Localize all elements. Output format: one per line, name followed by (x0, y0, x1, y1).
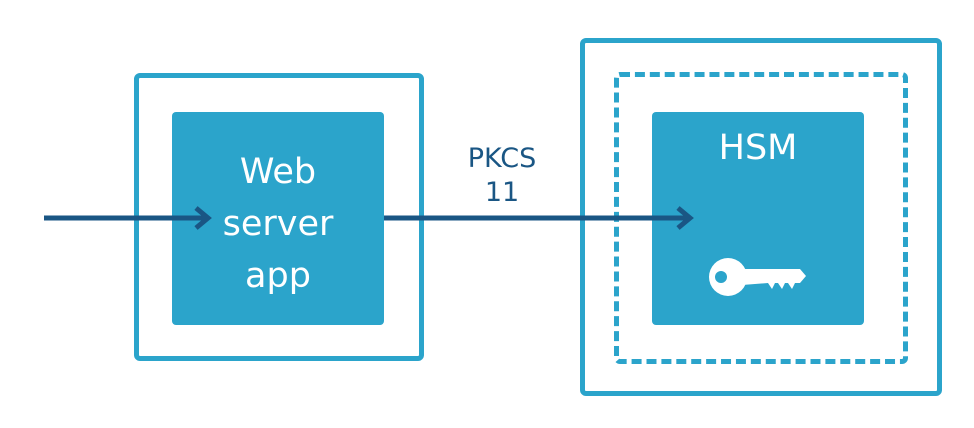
web-server-label-line-1: Web (239, 152, 317, 192)
incoming-arrow (44, 206, 212, 230)
web-server-app-label: Web server app (172, 146, 384, 302)
pkcs-label-line-2: 11 (484, 177, 520, 208)
key-icon (709, 258, 806, 296)
pkcs-label-line-1: PKCS (467, 143, 537, 174)
web-server-label-line-3: app (245, 256, 311, 296)
pkcs11-arrow (384, 206, 694, 230)
web-server-label-line-2: server (222, 204, 334, 244)
hsm-label: HSM (718, 128, 798, 168)
pkcs11-label: PKCS 11 (432, 142, 572, 210)
